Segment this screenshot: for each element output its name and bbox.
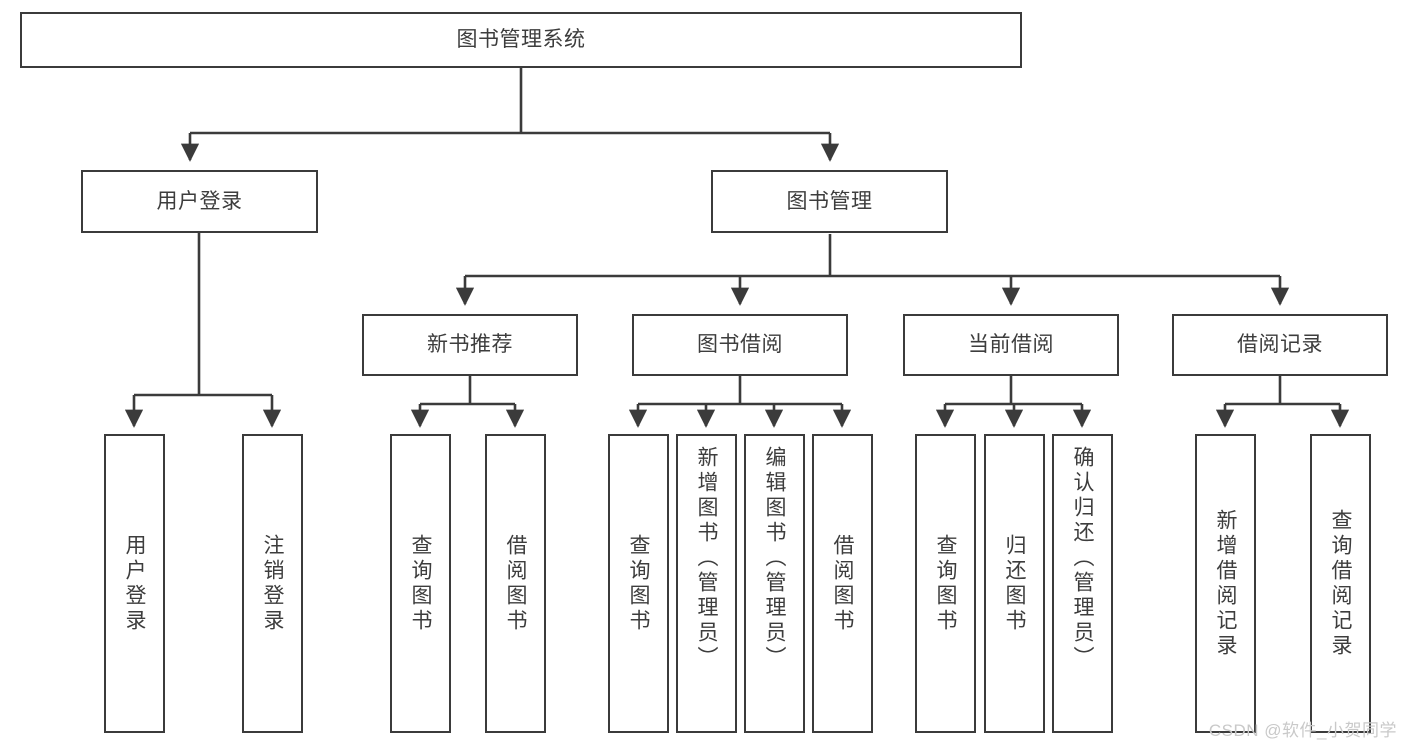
node-leaf-return-book[interactable]: 归还图书	[984, 434, 1045, 733]
node-leaf-user-logout[interactable]: 注销登录	[242, 434, 303, 733]
node-leaf-edit-book-label: 编辑图书（管理员）	[763, 446, 787, 671]
node-new-book-recommend-label: 新书推荐	[427, 333, 513, 357]
node-root-label: 图书管理系统	[456, 28, 586, 52]
node-leaf-query-record[interactable]: 查询借阅记录	[1310, 434, 1371, 733]
node-current-borrow-label: 当前借阅	[968, 333, 1054, 357]
node-leaf-confirm-return-label: 确认归还（管理员）	[1071, 446, 1095, 671]
node-book-borrow-label: 图书借阅	[697, 333, 783, 357]
node-leaf-borrow-book-2-label: 借阅图书	[831, 533, 855, 634]
node-leaf-query-book-1[interactable]: 查询图书	[390, 434, 451, 733]
node-leaf-query-book-2[interactable]: 查询图书	[608, 434, 669, 733]
node-borrow-record-label: 借阅记录	[1237, 333, 1323, 357]
node-leaf-add-book-label: 新增图书（管理员）	[695, 446, 719, 671]
node-book-management[interactable]: 图书管理	[711, 170, 948, 233]
node-leaf-return-book-label: 归还图书	[1003, 533, 1027, 634]
node-leaf-user-logout-label: 注销登录	[261, 533, 285, 634]
node-user-login[interactable]: 用户登录	[81, 170, 318, 233]
node-leaf-query-book-2-label: 查询图书	[627, 533, 651, 634]
node-new-book-recommend[interactable]: 新书推荐	[362, 314, 578, 376]
node-leaf-add-record[interactable]: 新增借阅记录	[1195, 434, 1256, 733]
node-leaf-query-book-3[interactable]: 查询图书	[915, 434, 976, 733]
node-leaf-query-book-3-label: 查询图书	[934, 533, 958, 634]
node-book-management-label: 图书管理	[786, 189, 873, 213]
node-leaf-borrow-book-1[interactable]: 借阅图书	[485, 434, 546, 733]
watermark: CSDN @软件_小贺同学	[1208, 721, 1397, 740]
node-leaf-query-record-label: 查询借阅记录	[1329, 508, 1353, 659]
node-root[interactable]: 图书管理系统	[20, 12, 1022, 68]
node-leaf-borrow-book-2[interactable]: 借阅图书	[812, 434, 873, 733]
node-leaf-edit-book[interactable]: 编辑图书（管理员）	[744, 434, 805, 733]
node-current-borrow[interactable]: 当前借阅	[903, 314, 1119, 376]
node-leaf-confirm-return[interactable]: 确认归还（管理员）	[1052, 434, 1113, 733]
node-book-borrow[interactable]: 图书借阅	[632, 314, 848, 376]
node-leaf-add-record-label: 新增借阅记录	[1214, 508, 1238, 659]
node-leaf-borrow-book-1-label: 借阅图书	[504, 533, 528, 634]
node-leaf-add-book[interactable]: 新增图书（管理员）	[676, 434, 737, 733]
node-leaf-user-login-label: 用户登录	[123, 533, 147, 634]
node-leaf-query-book-1-label: 查询图书	[409, 533, 433, 634]
node-leaf-user-login[interactable]: 用户登录	[104, 434, 165, 733]
node-borrow-record[interactable]: 借阅记录	[1172, 314, 1388, 376]
node-user-login-label: 用户登录	[156, 189, 243, 213]
